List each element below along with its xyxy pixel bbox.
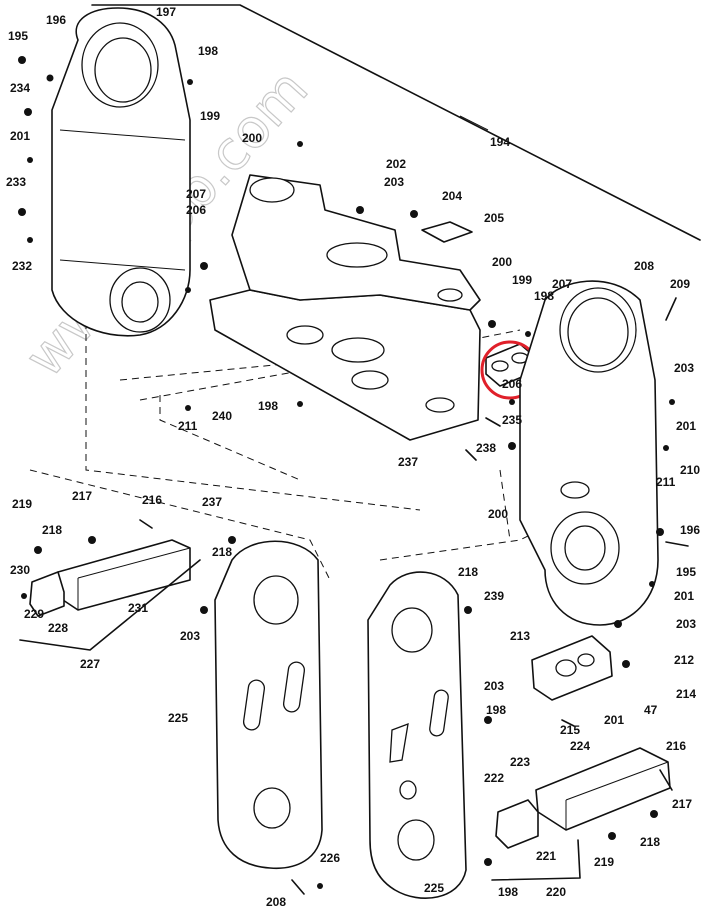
center-frame-202 bbox=[209, 174, 481, 441]
callout-225: 225 bbox=[168, 711, 188, 725]
callout-203d: 203 bbox=[484, 679, 504, 693]
callout-222: 222 bbox=[484, 771, 504, 785]
callout-221: 221 bbox=[536, 849, 556, 863]
callout-218c: 218 bbox=[212, 545, 232, 559]
callout-238: 238 bbox=[476, 441, 496, 455]
plate-213 bbox=[531, 635, 613, 701]
callout-204: 204 bbox=[442, 189, 462, 203]
callout-labels: 195 196 197 198 234 201 199 200 233 207 … bbox=[6, 5, 700, 909]
callout-210: 210 bbox=[680, 463, 700, 477]
callout-196b: 196 bbox=[680, 523, 700, 537]
plate-228 bbox=[29, 571, 65, 617]
callout-212: 212 bbox=[674, 653, 694, 667]
plate-221 bbox=[495, 799, 539, 849]
leader-227 bbox=[19, 559, 201, 651]
callout-207: 207 bbox=[186, 187, 206, 201]
callout-199: 199 bbox=[200, 109, 220, 123]
callout-200b: 200 bbox=[492, 255, 512, 269]
callout-198c: 198 bbox=[486, 703, 506, 717]
callout-200: 200 bbox=[242, 131, 262, 145]
callout-228: 228 bbox=[48, 621, 68, 635]
leader-220 bbox=[491, 839, 581, 881]
callout-229: 229 bbox=[24, 607, 44, 621]
callout-219b: 219 bbox=[12, 497, 32, 511]
callout-208b: 208 bbox=[266, 895, 286, 909]
callout-216: 216 bbox=[666, 739, 686, 753]
callout-240: 240 bbox=[212, 409, 232, 423]
cover-225-left bbox=[214, 540, 323, 870]
callout-208: 208 bbox=[634, 259, 654, 273]
assembly-frame-line bbox=[91, 4, 701, 241]
callout-211b: 211 bbox=[178, 419, 198, 433]
callout-225b: 225 bbox=[424, 881, 444, 895]
callout-226: 226 bbox=[320, 851, 340, 865]
callout-201d: 201 bbox=[604, 713, 624, 727]
callout-227: 227 bbox=[80, 657, 100, 671]
callout-218d: 218 bbox=[42, 523, 62, 537]
callout-233: 233 bbox=[6, 175, 26, 189]
callout-195: 195 bbox=[8, 29, 28, 43]
callout-237b: 237 bbox=[398, 455, 418, 469]
plate-205 bbox=[421, 221, 473, 243]
callout-223: 223 bbox=[510, 755, 530, 769]
callout-218: 218 bbox=[640, 835, 660, 849]
right-housing-208 bbox=[519, 280, 659, 626]
callout-220: 220 bbox=[546, 885, 566, 899]
callout-203c: 203 bbox=[676, 617, 696, 631]
callout-214: 214 bbox=[676, 687, 696, 701]
bracket-224 bbox=[535, 747, 671, 831]
callout-203b: 203 bbox=[674, 361, 694, 375]
callout-218b: 218 bbox=[458, 565, 478, 579]
callout-224: 224 bbox=[570, 739, 590, 753]
callout-197: 197 bbox=[156, 5, 176, 19]
callout-198d: 198 bbox=[498, 885, 518, 899]
callout-230: 230 bbox=[10, 563, 30, 577]
callout-239: 239 bbox=[484, 589, 504, 603]
cover-225-right bbox=[367, 571, 467, 899]
callout-232: 232 bbox=[12, 259, 32, 273]
callout-201b: 201 bbox=[676, 419, 696, 433]
callout-219: 219 bbox=[594, 855, 614, 869]
callout-194: 194 bbox=[490, 135, 510, 149]
callout-200c: 200 bbox=[488, 507, 508, 521]
callout-202: 202 bbox=[386, 157, 406, 171]
callout-199b: 199 bbox=[512, 273, 532, 287]
callout-206: 206 bbox=[186, 203, 206, 217]
callout-215: 215 bbox=[560, 723, 580, 737]
callout-195b: 195 bbox=[676, 565, 696, 579]
callout-231: 231 bbox=[128, 601, 148, 615]
rear-housing-197 bbox=[51, 7, 191, 337]
callout-207b: 207 bbox=[552, 277, 572, 291]
callout-235: 235 bbox=[502, 413, 522, 427]
callout-198e: 198 bbox=[258, 399, 278, 413]
callout-203: 203 bbox=[384, 175, 404, 189]
callout-201: 201 bbox=[10, 129, 30, 143]
callout-209: 209 bbox=[670, 277, 690, 291]
callout-217: 217 bbox=[672, 797, 692, 811]
callout-211: 211 bbox=[656, 475, 676, 489]
callout-205: 205 bbox=[484, 211, 504, 225]
callout-201c: 201 bbox=[674, 589, 694, 603]
callout-234: 234 bbox=[10, 81, 30, 95]
callout-213: 213 bbox=[510, 629, 530, 643]
callout-216b: 216 bbox=[142, 493, 162, 507]
callout-47: 47 bbox=[644, 703, 658, 717]
callout-198b: 198 bbox=[534, 289, 554, 303]
callout-196: 196 bbox=[46, 13, 66, 27]
callout-217b: 217 bbox=[72, 489, 92, 503]
callout-206b: 206 bbox=[502, 377, 522, 391]
callout-237: 237 bbox=[202, 495, 222, 509]
callout-203e: 203 bbox=[180, 629, 200, 643]
callout-198: 198 bbox=[198, 44, 218, 58]
fasteners bbox=[18, 56, 689, 895]
bracket-231 bbox=[57, 539, 191, 611]
